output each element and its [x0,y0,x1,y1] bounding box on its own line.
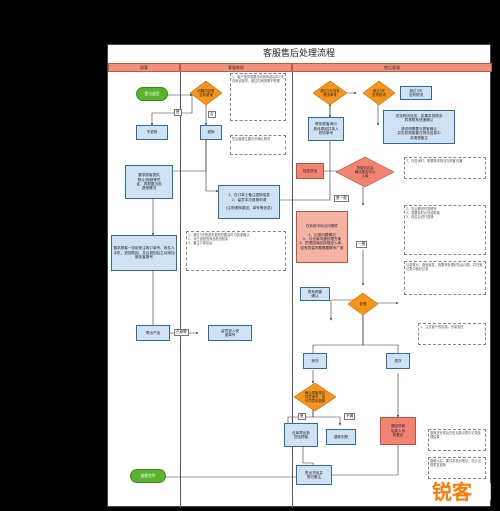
customer-send-box: 要求顾客一张纸条注明订单号、收件人手机、退回原因，并且退回后主动添加微信客服号 [111,235,177,271]
note-accuracy: 认真核对，避免错发，按要求处理好售后问题，并在登记表中做好记录 [404,261,486,295]
check-logistics-box: 查找物流信息，如果发现物流 异常联系快递确认 请说明需要与顾客确认 并告知顾客要… [383,110,455,144]
mark-issue-box: 在系统中标记问题件 1、记录问题情况 2、与仓库沟通处理方案 3、把退回商品按规… [296,211,348,263]
send-goods-box: 寄出产品 [136,325,170,341]
contact-get-box: 联系顾客 确认 [300,287,330,301]
return-box: 退换 [200,125,222,140]
note-record: 退换货完成后在售后登记表中记录处理结果 [428,429,486,451]
decision-receive: 货品到达后 确认是否可以 入库 [336,157,394,187]
note-followup: 1、售后跟进时需联系 2、需要及时反馈给顾客 3、核实后进行退换 [404,205,486,255]
decision-process: 处理 [348,293,378,315]
decision-receive-label: 货品到达后 确认是否可以 入库 [354,166,376,178]
watermark-suffix: 网 [472,480,492,504]
refund-box: 退货 [386,353,410,369]
contact-customer-box: 联系顾客询问 具体原因并录入 物流单号 [308,117,344,141]
remind-box: 1、在订单上备注退换信息 2、留意本次退换申请 (注明退换原因，单号等信息) [218,185,280,219]
note-logistics: 1、在查询时，需要核查物流与顾客沟通 [404,157,486,179]
decision-content-error-label: 问题内容是 否有错误 [197,89,215,97]
check-goods-box: 检查货品 [296,163,324,179]
red-refund-box: 退回货款 后录入系 统登记 [380,417,416,445]
decision-confirm-label: 确认顾客是否 同意换货，如 不同意则退款 [304,391,326,403]
decision-2days: 超过2天没有 物流单号 [313,81,347,105]
lane-header-presale: 客服售前 [180,63,292,72]
note-emotion: 1、注意客户的情绪，尽量安抚 [418,323,486,345]
decision-2days-label: 超过2天没有 物流单号 [320,89,340,97]
fill-tracking-box: 留意退入快 递单号 [208,325,252,341]
chart-title: 客服售后处理流程 [262,49,335,59]
edge-label-b: 一般 [356,241,368,248]
ask-customer-box: 要求顾客提供 照片/视频等凭 证，再根据当前 退换情况 [125,165,173,199]
lane-divider-1 [180,72,181,508]
flowchart: 客服售后处理流程 顾客 客服售前 售后客服 [107,44,492,508]
exchange-box: 换货 [303,353,327,369]
end-node: 退换完毕 [130,469,166,483]
edge-label-no-1: 否 [208,111,216,118]
edge-label-yes-1: 是 [174,109,182,116]
decision-3days: 超过3天 没有物流 [363,81,395,105]
refund-money-box: 退款到账 [326,429,356,445]
decision-3days-label: 超过3天 没有物流 [372,89,386,97]
edge-label-a: 是一般 [334,195,349,202]
finish-ship-box: 售出货品并 登记备注 [296,465,332,485]
lane-header-aftersale: 售后客服 [292,63,492,72]
watermark-brand: 锐客 [432,480,472,504]
decision-content-error: 问题内容是 否有错误 [190,81,222,105]
note-aftersale-role: 售后客服主要负责确认物流 [230,135,286,155]
edge-label-d: 是 [298,413,306,420]
decision-process-label: 处理 [359,302,367,306]
note-check: 1、超过3天快递未更新的要及时与快递确认 2、对已退回的商品检查核实 3、备注订… [186,231,286,271]
note-return-window: 1、客户退货需要在收到商品后的7天内申请退货，超过时间的概不受理 [230,73,286,121]
lane-divider-2 [292,72,293,508]
no-return-box: 不退换 [136,125,168,140]
edge-label-c: 不确 [344,413,356,420]
start-node: 提出退货 [136,87,168,101]
connector-lines [147,91,400,479]
note-refund-check: 退款以后，要注意核对账目，防止出现重复退款 [428,457,486,479]
over-3days-box: 超过3天 没有物流 [400,86,432,100]
decision-confirm: 确认顾客是否 同意换货，如 不同意则退款 [294,383,336,411]
new-send-box: 仓库寄出新 货给顾客 [284,423,318,447]
lane-header-customer: 顾客 [108,63,180,72]
edge-label-ship: 已邮寄 [174,329,189,336]
watermark-logo: 锐客网 [432,476,492,505]
